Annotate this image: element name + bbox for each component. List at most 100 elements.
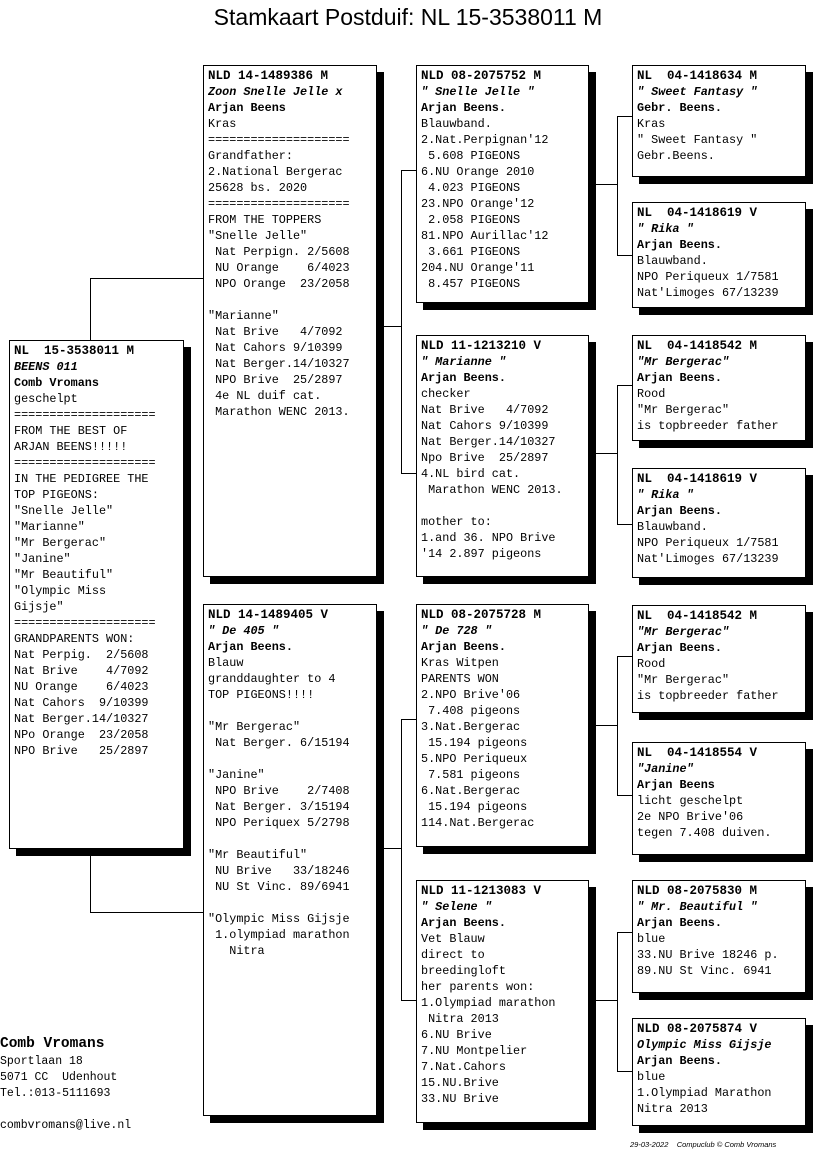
card-line: 7.NU Montpelier: [421, 1044, 528, 1058]
card-line: Nat Brive 4/7092: [208, 325, 343, 339]
card-line: Rood: [637, 657, 666, 671]
card-line: "Mr Beautiful": [14, 568, 114, 582]
card-line: Blauwband.: [637, 520, 708, 534]
card-line: 1.olympiad marathon: [208, 928, 350, 942]
owner-address: Sportlaan 18: [0, 1055, 83, 1068]
card-line: Nat Berger.14/10327: [208, 357, 350, 371]
card-line: Grandfather:: [208, 149, 293, 163]
connector-line: [617, 524, 632, 525]
breeder-name: Arjan Beens.: [421, 101, 506, 115]
card-line: 1.and 36. NPO Brive: [421, 531, 556, 545]
card-line: 2.NPO Brive'06: [421, 688, 521, 702]
card-line: NU Orange 6/4023: [14, 680, 149, 694]
card-line: 4e NL duif cat.: [208, 389, 322, 403]
card-line: Nat Berger. 3/15194: [208, 800, 350, 814]
ring-number: NL 04-1418554 V: [637, 746, 758, 760]
card-line: NPO Orange 23/2058: [208, 277, 350, 291]
card-line: [421, 498, 584, 514]
pigeon-name: " Mr. Beautiful ": [637, 900, 758, 914]
pigeon-card-mmf: NLD 08-2075830 M" Mr. Beautiful "Arjan B…: [632, 880, 806, 993]
print-credit: 29-03-2022 Compuclub © Comb Vromans: [630, 1140, 777, 1149]
connector-line: [617, 795, 632, 796]
connector-line: [617, 116, 632, 117]
breeder-name: Arjan Beens.: [421, 371, 506, 385]
card-line: TOP PIGEONS:: [14, 488, 99, 502]
card-line: ====================: [208, 133, 350, 147]
card-line: ====================: [14, 616, 156, 630]
pigeon-card-fff: NL 04-1418634 M" Sweet Fantasy "Gebr. Be…: [632, 65, 806, 177]
pigeon-name: " Snelle Jelle ": [421, 85, 535, 99]
connector-line: [588, 453, 618, 454]
card-line: 5.NPO Periqueux: [421, 752, 528, 766]
pigeon-card-father-father: NLD 08-2075752 M " Snelle Jelle " Arjan Be…: [416, 65, 589, 303]
breeder-name: Arjan Beens.: [208, 640, 293, 654]
card-line: NPO Periqueux 1/7581: [637, 536, 779, 550]
card-line: Marathon WENC 2013.: [421, 483, 563, 497]
card-line: GRANDPARENTS WON:: [14, 632, 135, 646]
page-title: Stamkaart Postduif: NL 15-3538011 M: [213, 4, 603, 30]
connector-line: [617, 116, 618, 255]
card-line: FROM THE BEST OF: [14, 424, 128, 438]
ring-number: NL 04-1418619 V: [637, 472, 758, 486]
card-line: "Janine": [208, 768, 265, 782]
ring-number: NLD 08-2075874 V: [637, 1022, 758, 1036]
connector-line: [401, 1000, 417, 1001]
connector-line: [617, 385, 618, 524]
ring-number: NLD 08-2075752 M: [421, 69, 542, 83]
card-line: "Mr Beautiful": [208, 848, 308, 862]
breeder-name: Arjan Beens.: [421, 640, 506, 654]
card-line: Blauwband.: [637, 254, 708, 268]
card-line: is topbreeder father: [637, 689, 779, 703]
ring-number: NL 04-1418542 M: [637, 609, 758, 623]
pigeon-name: " Rika ": [637, 222, 694, 236]
card-line: 2.058 PIGEONS: [421, 213, 521, 227]
breeder-name: Gebr. Beens.: [637, 101, 722, 115]
card-line: 7.408 pigeons: [421, 704, 521, 718]
card-line: PARENTS WON: [421, 672, 499, 686]
card-line: 204.NU Orange'11: [421, 261, 535, 275]
card-line: "Marianne": [14, 520, 85, 534]
connector-line: [588, 725, 618, 726]
connector-line: [90, 848, 91, 912]
card-line: NPO Periquex 5/2798: [208, 816, 350, 830]
card-line: 15.194 pigeons: [421, 800, 528, 814]
owner-email[interactable]: combvromans@live.nl: [0, 1119, 132, 1132]
card-line: [208, 292, 372, 308]
connector-line: [401, 719, 402, 1000]
connector-line: [401, 170, 402, 473]
card-line: is topbreeder father: [637, 419, 779, 433]
ring-number: NLD 14-1489386 M: [208, 69, 329, 83]
breeder-name: Arjan Beens.: [421, 916, 506, 930]
pigeon-card-mother-mother: NLD 11-1213083 V" Selene "Arjan Beens.Ve…: [416, 880, 589, 1123]
card-line: Nat Perpig. 2/5608: [14, 648, 149, 662]
card-line: 15.194 pigeons: [421, 736, 528, 750]
pigeon-card-father-mother: NLD 11-1213210 V" Marianne "Arjan Beens.…: [416, 335, 589, 577]
card-line: Nitra 2013: [421, 1012, 499, 1026]
card-line: "Olympic Miss Gijsje: [208, 912, 350, 926]
pigeon-name: " Selene ": [421, 900, 492, 914]
card-line: Nat Cahors 9/10399: [208, 341, 343, 355]
connector-line: [617, 255, 632, 256]
card-line: her parents won:: [421, 980, 535, 994]
card-line: blue: [637, 932, 666, 946]
ring-number: NLD 11-1213210 V: [421, 339, 542, 353]
card-line: 33.NU Brive: [421, 1092, 499, 1106]
card-line: mother to:: [421, 515, 492, 529]
card-line: NPo Orange 23/2058: [14, 728, 149, 742]
ring-number: NL 04-1418634 M: [637, 69, 758, 83]
card-line: Kras: [208, 117, 237, 131]
card-line: "Mr Bergerac": [208, 720, 301, 734]
card-line: 3.Nat.Bergerac: [421, 720, 521, 734]
connector-line: [617, 656, 632, 657]
card-line: Kras: [637, 117, 666, 131]
card-line: NPO Periqueux 1/7581: [637, 270, 779, 284]
breeder-name: Arjan Beens.: [637, 916, 722, 930]
card-line: 2e NPO Brive'06: [637, 810, 744, 824]
card-line: ARJAN BEENS!!!!!: [14, 440, 128, 454]
card-line: Nat Perpign. 2/5608: [208, 245, 350, 259]
connector-line: [401, 473, 417, 474]
card-line: FROM THE TOPPERS: [208, 213, 322, 227]
card-line: Vet Blauw: [421, 932, 485, 946]
pigeon-card-fmf: NL 04-1418542 M"Mr Bergerac"Arjan Beens.…: [632, 335, 806, 441]
